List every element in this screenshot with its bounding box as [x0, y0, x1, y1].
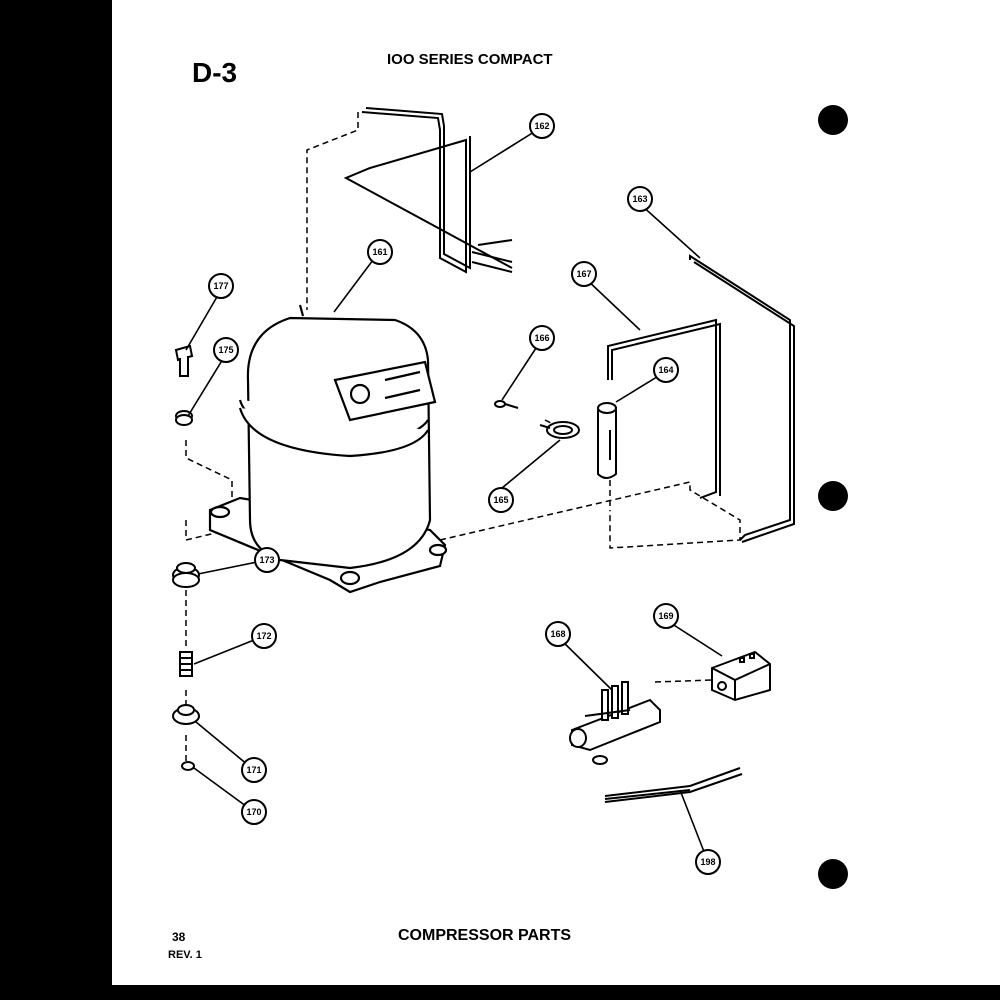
callout-161-label: 161 [372, 247, 387, 257]
page-number: 38 [172, 930, 186, 944]
series-title: IOO SERIES COMPACT [387, 51, 553, 68]
grommet-171 [172, 704, 200, 725]
wire-rack-162 [343, 107, 513, 274]
binder-hole-top [818, 105, 848, 135]
revision-label: REV. 1 [168, 949, 202, 961]
nut-175 [175, 410, 193, 426]
callout-165 [488, 487, 514, 513]
callout-161 [367, 239, 393, 265]
leader-lines [185, 131, 723, 863]
callout-167-label: 167 [576, 269, 591, 279]
callout-166-label: 166 [534, 333, 549, 343]
page-code: D-3 [192, 57, 237, 88]
callout-165-label: 165 [493, 495, 508, 505]
callout-169-label: 169 [658, 611, 673, 621]
callout-162-label: 162 [534, 121, 549, 131]
callout-163-label: 163 [632, 194, 647, 204]
callout-162 [529, 113, 555, 139]
callout-169 [653, 603, 679, 629]
callouts [208, 113, 721, 875]
callout-164-label: 164 [658, 365, 673, 375]
callout-175-label: 175 [218, 345, 233, 355]
callout-170-label: 170 [246, 807, 261, 817]
callout-172-label: 172 [256, 631, 271, 641]
screw-166 [494, 400, 519, 409]
spring-172 [179, 651, 193, 677]
binder-hole-bottom [818, 859, 848, 889]
callout-163 [627, 186, 653, 212]
callout-198 [695, 849, 721, 875]
callout-168 [545, 621, 571, 647]
callout-170 [241, 799, 267, 825]
callout-168-label: 168 [550, 629, 565, 639]
callout-171 [241, 757, 267, 783]
clamp-165 [539, 421, 580, 439]
relay-168 [569, 681, 661, 765]
binder-hole-middle [818, 481, 848, 511]
callout-173 [254, 547, 280, 573]
callout-167 [571, 261, 597, 287]
bracket-167 [607, 318, 721, 499]
assembly-dashed-lines [185, 112, 741, 770]
grommet-173 [172, 562, 200, 588]
callout-177-label: 177 [213, 281, 228, 291]
capacitor-164 [597, 402, 617, 479]
callout-166 [529, 325, 555, 351]
callout-164 [653, 357, 679, 383]
callout-173-label: 173 [259, 555, 274, 565]
wire-bracket-163 [689, 254, 795, 543]
overload-169 [711, 650, 771, 702]
nut-170 [181, 761, 195, 771]
compressor-161 [208, 304, 448, 594]
bolt-177 [174, 344, 194, 377]
callout-171-label: 171 [246, 765, 261, 775]
callout-172 [251, 623, 277, 649]
callout-198-label: 198 [700, 857, 715, 867]
diagram-title: COMPRESSOR PARTS [398, 927, 571, 944]
callout-labels: 162 161 163 167 166 164 165 177 175 173 … [213, 121, 715, 867]
callout-177 [208, 273, 234, 299]
wire-harness-198 [604, 767, 743, 803]
callout-175 [213, 337, 239, 363]
